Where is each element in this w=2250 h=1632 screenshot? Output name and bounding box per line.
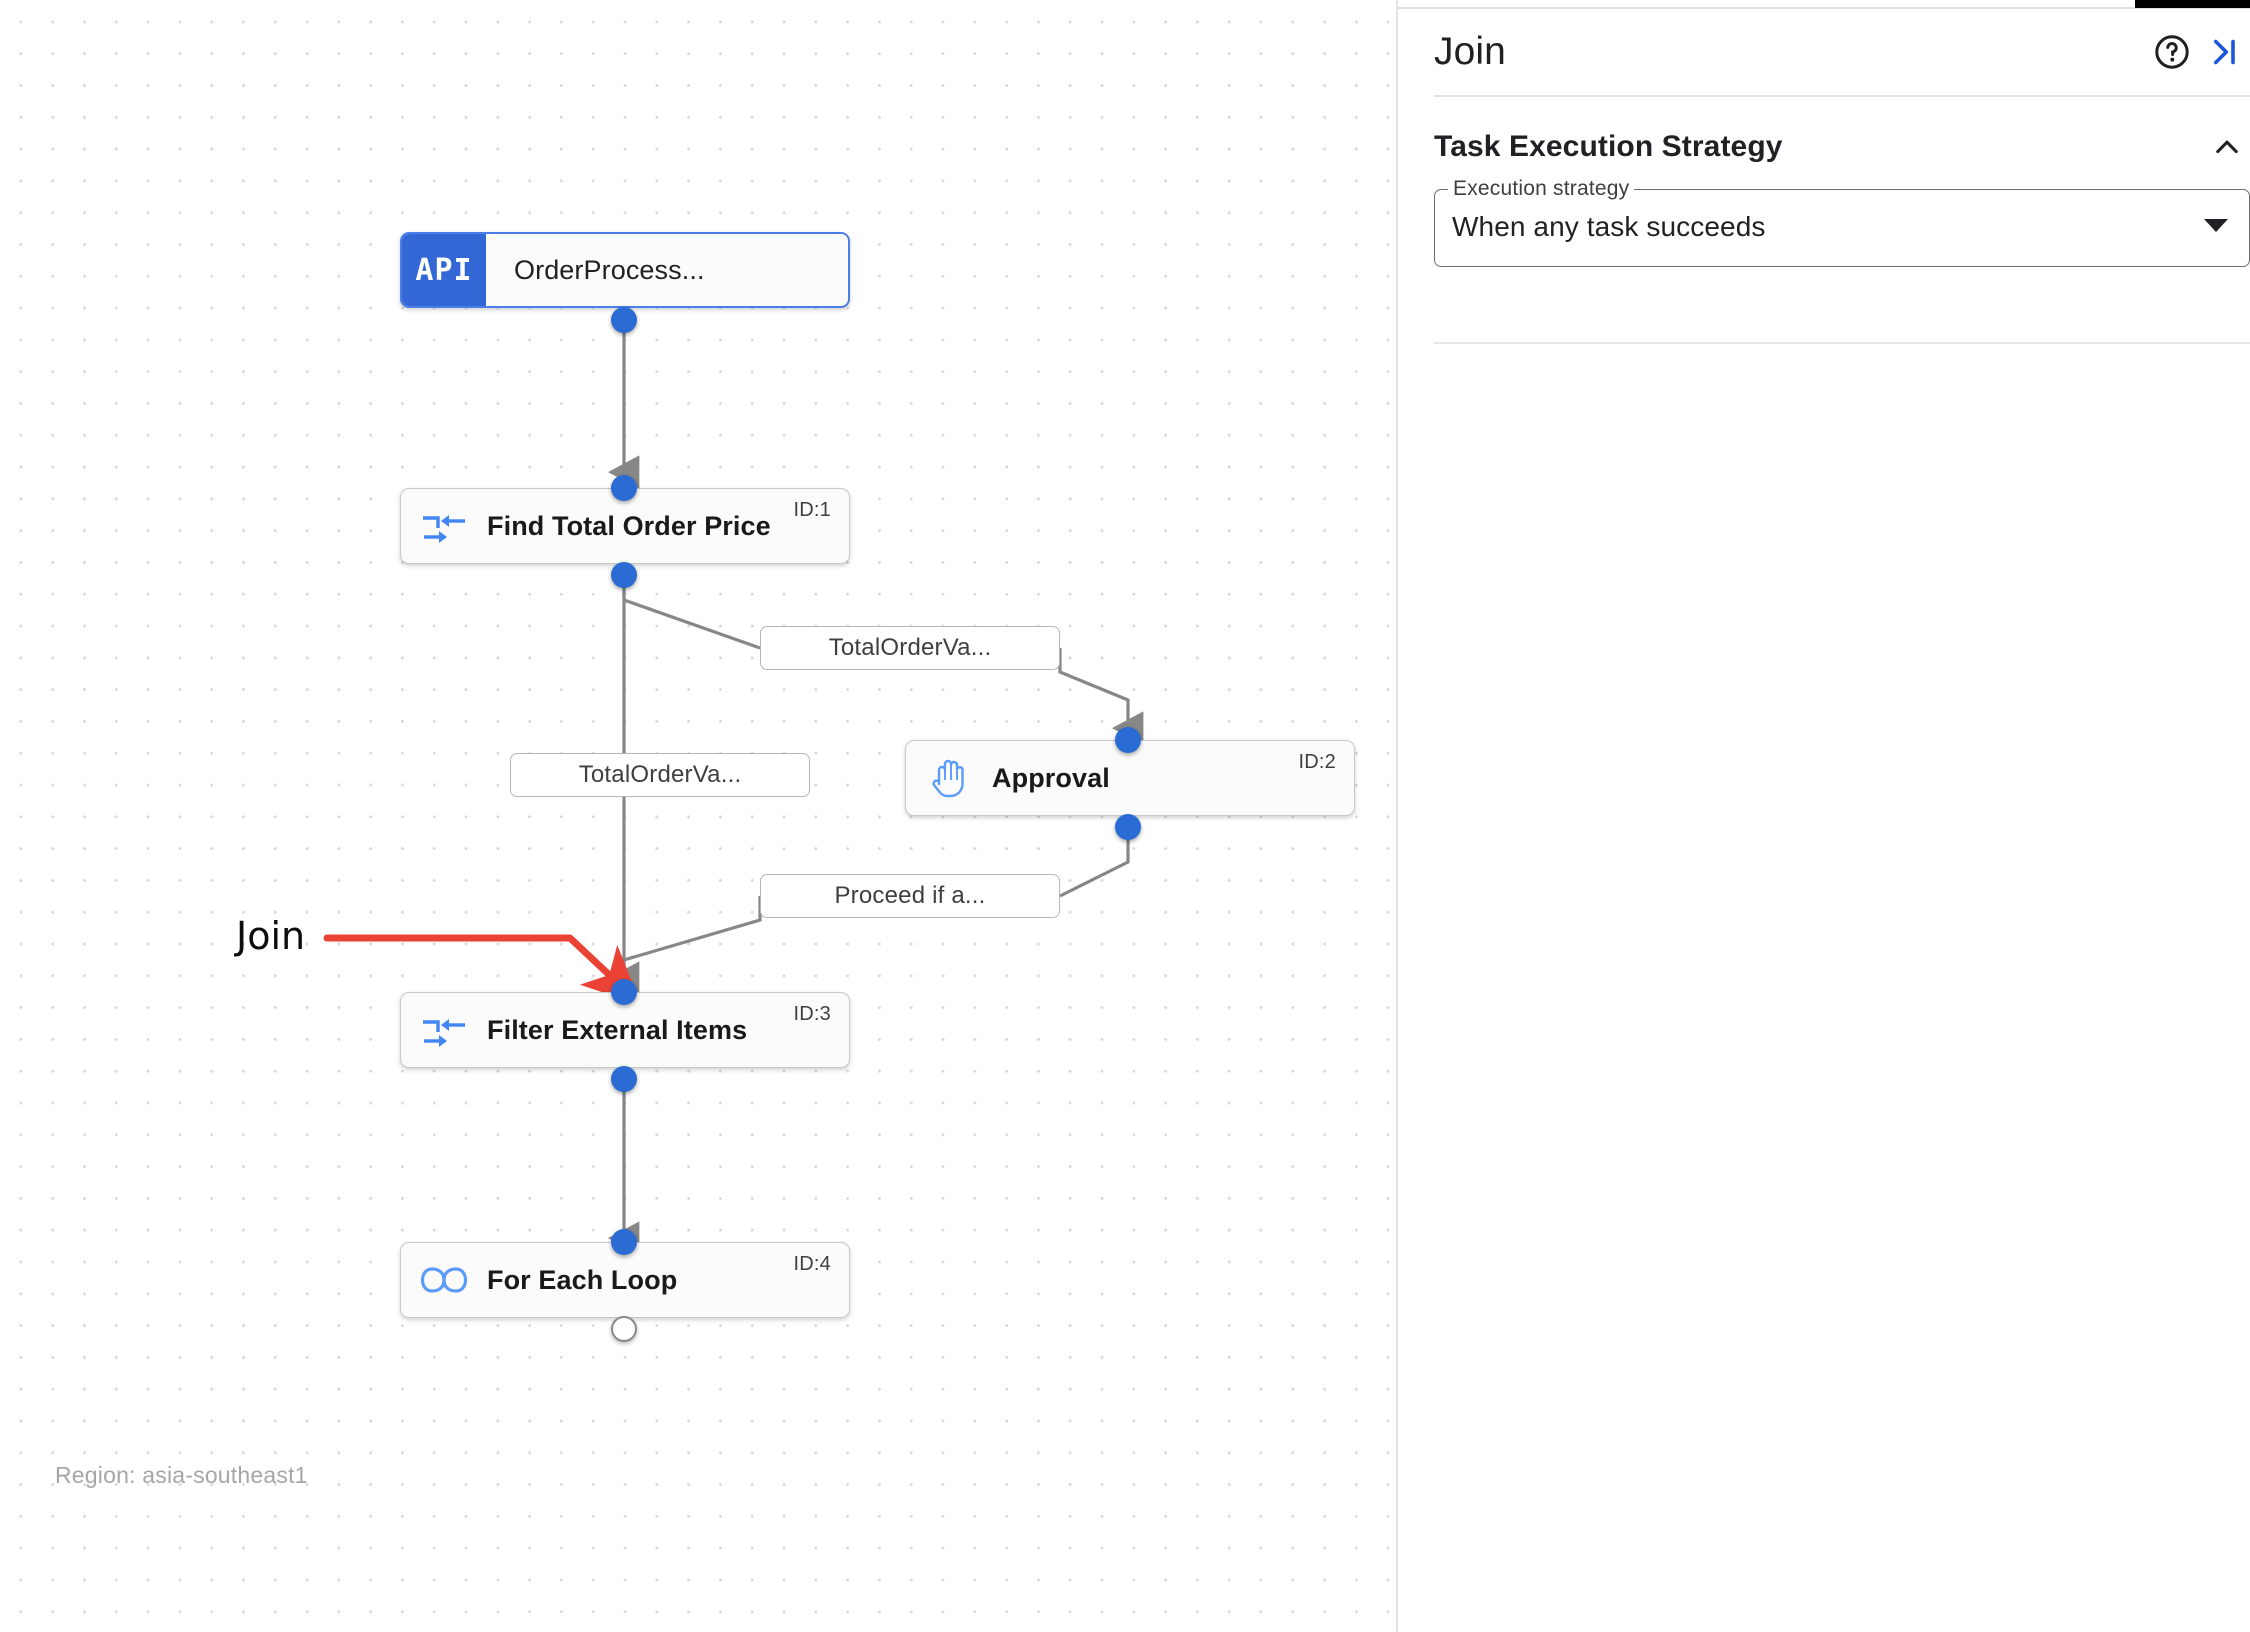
node-input-connector[interactable] xyxy=(1115,727,1141,753)
region-label: Region: asia-southeast1 xyxy=(55,1462,308,1488)
panel-top-rule xyxy=(1398,7,2250,9)
api-badge-icon: API xyxy=(402,234,486,306)
node-output-connector[interactable] xyxy=(611,307,637,333)
chevron-up-icon[interactable] xyxy=(2204,124,2250,170)
execution-strategy-value: When any task succeeds xyxy=(1452,211,1766,242)
node-id-label: ID:2 xyxy=(1298,751,1336,773)
node-input-connector[interactable] xyxy=(611,979,637,1005)
edge-label-text: TotalOrderVa... xyxy=(578,761,742,788)
merge-arrows-icon xyxy=(401,509,487,543)
edge-label[interactable]: Proceed if a... xyxy=(760,874,1060,918)
node-title: Approval xyxy=(992,762,1110,793)
task-execution-strategy-section: Task Execution Strategy Execution strate… xyxy=(1434,99,2250,344)
merge-arrows-icon xyxy=(401,1013,487,1047)
node-order-process[interactable]: API OrderProcess... xyxy=(400,232,850,308)
edge-label-text: TotalOrderVa... xyxy=(828,634,992,661)
caret-down-icon[interactable] xyxy=(2204,219,2228,232)
panel-title: Join xyxy=(1434,30,1506,73)
node-input-connector[interactable] xyxy=(611,475,637,501)
collapse-panel-right-icon[interactable] xyxy=(2198,26,2250,78)
execution-strategy-select[interactable]: Execution strategy When any task succeed… xyxy=(1434,177,2250,267)
canvas-panel-divider xyxy=(1396,0,1398,1632)
node-output-connector[interactable] xyxy=(611,1066,637,1092)
node-title: Find Total Order Price xyxy=(487,510,771,541)
panel-header: Join xyxy=(1434,9,2250,97)
node-for-each-loop[interactable]: For Each Loop ID:4 xyxy=(400,1242,850,1318)
section-title: Task Execution Strategy xyxy=(1434,130,1783,163)
node-id-label: ID:3 xyxy=(793,1003,831,1025)
workflow-canvas[interactable]: API OrderProcess... Find Total Order Pri… xyxy=(0,0,1396,1632)
node-input-connector[interactable] xyxy=(611,1229,637,1255)
node-title: Filter External Items xyxy=(487,1014,748,1045)
node-id-label: ID:1 xyxy=(793,499,831,521)
node-title: For Each Loop xyxy=(487,1264,678,1295)
hand-raised-icon xyxy=(906,758,992,798)
node-id-label: ID:4 xyxy=(793,1253,831,1275)
node-title: OrderProcess... xyxy=(514,254,705,285)
node-output-connector[interactable] xyxy=(611,562,637,588)
help-circle-icon[interactable] xyxy=(2146,26,2198,78)
edge-label[interactable]: TotalOrderVa... xyxy=(760,626,1060,670)
node-output-connector[interactable] xyxy=(611,1316,637,1342)
properties-panel: Join Task Execution Strategy xyxy=(1398,0,2250,1632)
edge-label-text: Proceed if a... xyxy=(834,882,986,909)
annotation-join-label: Join xyxy=(236,914,306,958)
window-corner-strip xyxy=(2135,0,2250,8)
section-header[interactable]: Task Execution Strategy xyxy=(1434,124,2250,170)
node-output-connector[interactable] xyxy=(1115,814,1141,840)
infinity-loop-icon xyxy=(401,1266,487,1294)
edge-label[interactable]: TotalOrderVa... xyxy=(510,753,810,797)
execution-strategy-label: Execution strategy xyxy=(1448,177,1635,201)
